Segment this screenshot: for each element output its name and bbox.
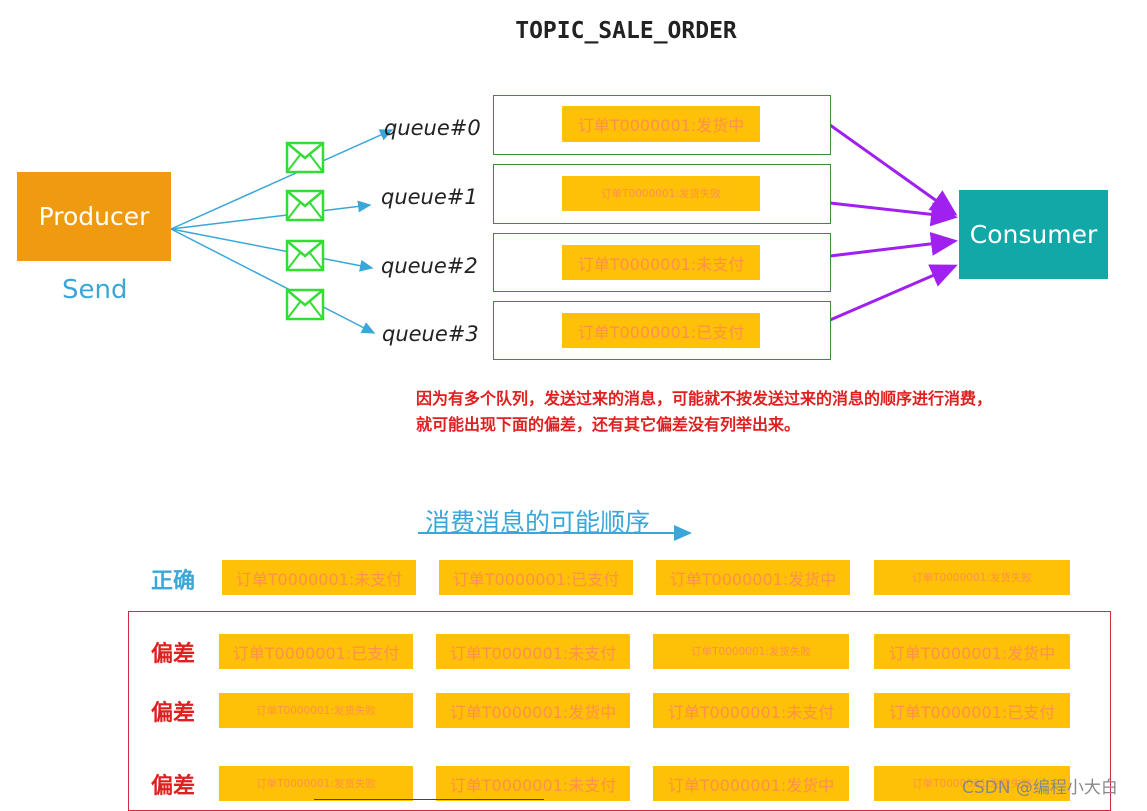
send-line-0	[170, 129, 394, 230]
row-3-item-0: 订单T0000001:发货失败	[219, 766, 413, 801]
caption-bar	[314, 799, 544, 808]
queue-message-3: 订单T0000001:已支付	[562, 313, 760, 348]
queue-label-2: queue#2	[381, 254, 478, 278]
sequence-title: 消费消息的可能顺序	[425, 508, 651, 537]
send-line-1	[170, 200, 372, 230]
row-0-item-1: 订单T0000001:已支付	[439, 560, 633, 595]
topic-title: TOPIC_SALE_ORDER	[515, 18, 737, 44]
queue-label-0: queue#0	[384, 116, 481, 140]
watermark: CSDN @编程小大白	[962, 778, 1118, 798]
consume-line-2	[829, 231, 958, 258]
row-1-item-2: 订单T0000001:发货失败	[653, 634, 849, 669]
row-3-item-2: 订单T0000001:发货中	[653, 766, 849, 801]
queue-message-0: 订单T0000001:发货中	[562, 106, 760, 142]
envelope-icon	[285, 189, 325, 222]
consume-line-0	[829, 123, 958, 216]
queue-label-1: queue#1	[381, 185, 478, 209]
consume-line-1	[829, 201, 958, 227]
consumer-box: Consumer	[959, 190, 1108, 279]
row-0-item-3: 订单T0000001:发货失败	[874, 560, 1070, 595]
consumer-label: Consumer	[969, 220, 1098, 249]
queue-label-3: queue#3	[382, 322, 479, 346]
row-label-deviation: 偏差	[151, 642, 196, 667]
row-0-item-0: 订单T0000001:未支付	[222, 560, 416, 595]
note-line-2: 就可能出现下面的偏差，还有其它偏差没有列举出来。	[416, 415, 801, 434]
send-line-2	[170, 228, 374, 272]
note-line-1: 因为有多个队列，发送过来的消息，可能就不按发送过来的消息的顺序进行消费，	[416, 389, 993, 408]
row-2-item-1: 订单T0000001:发货中	[436, 693, 630, 728]
row-1-item-0: 订单T0000001:已支付	[219, 634, 413, 669]
row-2-item-2: 订单T0000001:未支付	[653, 693, 849, 728]
send-label: Send	[62, 275, 128, 305]
row-label-deviation: 偏差	[151, 774, 196, 799]
row-3-item-1: 订单T0000001:未支付	[436, 766, 630, 801]
send-line-3	[170, 228, 376, 334]
queue-message-2: 订单T0000001:未支付	[562, 245, 760, 280]
queue-message-1: 订单T0000001:发货失败	[562, 176, 760, 211]
row-2-item-0: 订单T0000001:发货失败	[219, 693, 413, 728]
producer-label: Producer	[38, 202, 150, 231]
row-1-item-1: 订单T0000001:未支付	[436, 634, 630, 669]
explanation-note: 因为有多个队列，发送过来的消息，可能就不按发送过来的消息的顺序进行消费， 就可能…	[416, 386, 1116, 438]
envelope-icon	[285, 141, 325, 174]
consumer-arrows	[829, 123, 958, 322]
row-0-item-2: 订单T0000001:发货中	[656, 560, 850, 595]
envelope-icon	[285, 288, 325, 321]
row-1-item-3: 订单T0000001:发货中	[874, 634, 1070, 669]
envelope-icon	[285, 239, 325, 272]
producer-send-lines	[170, 129, 394, 334]
row-2-item-3: 订单T0000001:已支付	[874, 693, 1070, 728]
consume-line-3	[829, 264, 958, 322]
row-label-correct: 正确	[151, 569, 196, 594]
producer-box: Producer	[17, 172, 171, 261]
row-3-item-3: 订单T0000001:发货失败	[874, 766, 1070, 801]
row-label-deviation: 偏差	[151, 701, 196, 726]
envelopes	[285, 141, 325, 321]
